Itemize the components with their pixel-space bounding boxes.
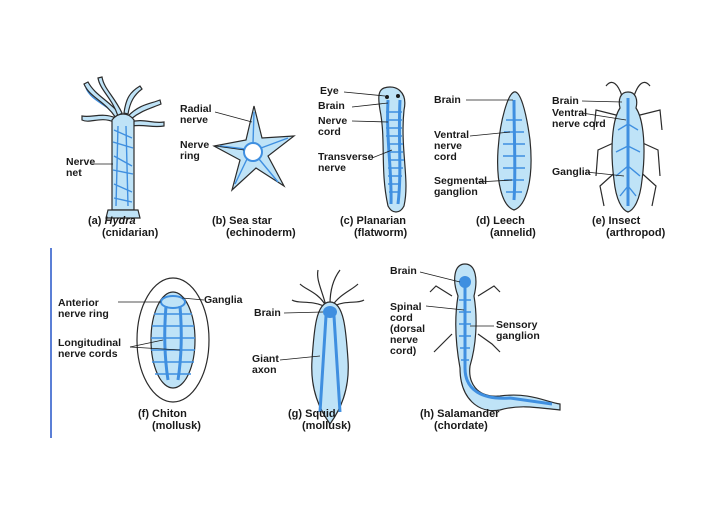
caption-insect: (e) Insect (arthropod) xyxy=(592,215,665,239)
label-sensory-ganglion: Sensory ganglion xyxy=(496,319,540,342)
caption-hydra-letter: (a) xyxy=(88,215,105,227)
planarian-illustration xyxy=(343,86,407,213)
salamander-illustration xyxy=(419,263,561,412)
label-salamander-brain: Brain xyxy=(390,265,417,277)
caption-seastar: (b) Sea star (echinoderm) xyxy=(212,215,296,239)
caption-planarian: (c) Planarian (flatworm) xyxy=(340,215,407,239)
caption-seastar-group: (echinoderm) xyxy=(226,227,296,239)
label-segmental-ganglion: Segmental ganglion xyxy=(434,175,488,198)
label-nerve-net: Nerve net xyxy=(66,156,96,179)
label-nerve-cord: Nerve cord xyxy=(318,115,348,138)
label-leech-brain: Brain xyxy=(434,94,461,106)
caption-hydra: (a) Hydra (cnidarian) xyxy=(88,215,158,239)
caption-planarian-name: (c) Planarian xyxy=(340,215,407,227)
label-giant-axon: Giant axon xyxy=(252,353,279,376)
caption-salamander: (h) Salamander (chordate) xyxy=(420,408,499,432)
caption-insect-name: (e) Insect xyxy=(592,215,641,227)
left-margin-bar xyxy=(50,248,52,438)
label-insect-ganglia: Ganglia xyxy=(552,166,591,178)
label-chiton-ganglia: Ganglia xyxy=(204,294,243,306)
label-leech-ventral-nerve-cord: Ventral nerve cord xyxy=(434,129,470,163)
label-insect-brain: Brain xyxy=(552,95,579,107)
label-transverse-nerve: Transverse nerve xyxy=(318,151,374,174)
insect-illustration xyxy=(581,81,663,213)
label-squid-brain: Brain xyxy=(254,307,281,319)
chiton-illustration xyxy=(118,277,210,403)
caption-squid-name: (g) Squid xyxy=(288,408,336,420)
caption-hydra-name: Hydra xyxy=(104,215,136,227)
caption-leech-name: (d) Leech xyxy=(476,215,525,227)
label-planarian-brain: Brain xyxy=(318,100,345,112)
caption-insect-group: (arthropod) xyxy=(606,227,666,239)
leech-illustration xyxy=(466,91,532,211)
label-eye: Eye xyxy=(320,85,339,97)
label-nerve-ring: Nerve ring xyxy=(180,139,210,162)
label-radial-nerve: Radial nerve xyxy=(180,103,212,126)
label-longitudinal-nerve-cords: Longitudinal nerve cords xyxy=(58,337,121,360)
caption-chiton-group: (mollusk) xyxy=(152,420,201,432)
caption-chiton: (f) Chiton (mollusk) xyxy=(138,408,201,432)
seastar-illustration xyxy=(212,105,296,192)
caption-salamander-group: (chordate) xyxy=(434,420,488,432)
caption-salamander-name: (h) Salamander xyxy=(420,408,500,420)
caption-chiton-name: (f) Chiton xyxy=(138,408,187,420)
caption-squid: (g) Squid (mollusk) xyxy=(288,408,351,432)
caption-squid-group: (mollusk) xyxy=(302,420,351,432)
caption-seastar-name: (b) Sea star xyxy=(212,215,272,227)
caption-hydra-group: (cnidarian) xyxy=(102,227,159,239)
caption-leech: (d) Leech (annelid) xyxy=(476,215,536,239)
label-spinal-cord: Spinal cord (dorsal nerve cord) xyxy=(390,301,426,357)
label-insect-ventral-nerve-cord: Ventral nerve cord xyxy=(552,107,606,130)
hydra-illustration xyxy=(81,76,165,219)
caption-planarian-group: (flatworm) xyxy=(354,227,408,239)
caption-leech-group: (annelid) xyxy=(490,227,536,239)
label-anterior-nerve-ring: Anterior nerve ring xyxy=(58,297,109,320)
squid-illustration xyxy=(279,269,365,426)
